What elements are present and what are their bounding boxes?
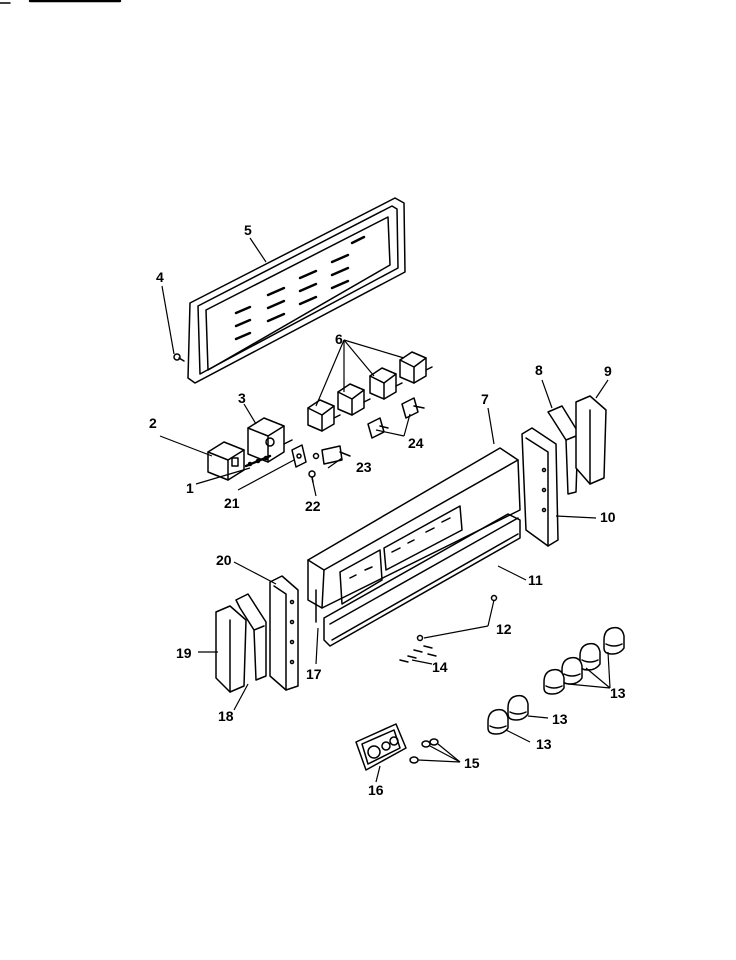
label-part-14: 14 [432,659,448,675]
part-5-backguard [187,197,406,384]
part-15-lamps [409,738,439,764]
label-part-10: 10 [600,509,616,525]
label-part-13-b: 13 [552,711,568,727]
label-part-22: 22 [305,498,321,514]
part-6-switches [307,351,433,432]
label-part-7: 7 [481,391,489,407]
label-part-13-c: 13 [536,736,552,752]
leader-lines [159,237,611,783]
part-12-screws [416,594,498,642]
part-18-end-bracket [235,593,267,681]
label-part-8: 8 [535,362,543,378]
label-part-19: 19 [176,645,192,661]
part-19-end-cap [215,605,247,693]
part-24-push-buttons [367,397,425,439]
label-part-24: 24 [408,435,424,451]
part-1-connector [244,454,272,468]
label-part-17: 17 [306,666,322,682]
label-part-20: 20 [216,552,232,568]
label-part-23: 23 [356,459,372,475]
label-part-3: 3 [238,390,246,406]
label-part-21: 21 [224,495,240,511]
label-part-16: 16 [368,782,384,798]
label-part-4: 4 [156,269,164,285]
label-part-18: 18 [218,708,234,724]
part-9-end-cap [575,395,607,485]
part-10-side-frame [521,427,559,547]
label-part-2: 2 [149,415,157,431]
part-4-screw [173,353,185,362]
part-labels: 4 5 6 3 2 1 21 22 23 24 7 8 9 10 11 12 1… [149,222,626,798]
part-23-shaft [312,445,351,465]
part-8-end-bracket [547,405,579,495]
label-part-6: 6 [335,331,343,347]
part-7-control-panel [307,447,521,609]
label-part-9: 9 [604,363,612,379]
part-2-receptacle [207,441,245,481]
part-11-trim [323,513,521,647]
header-rule [0,0,122,4]
part-21-bracket [291,444,307,468]
label-part-13-a: 13 [610,685,626,701]
label-part-12: 12 [496,621,512,637]
label-part-15: 15 [464,755,480,771]
part-13-knobs [487,626,625,735]
label-part-1: 1 [186,480,194,496]
part-14-pins [399,645,437,663]
part-16-dial-plate [355,723,407,771]
label-part-5: 5 [244,222,252,238]
label-part-11: 11 [528,572,543,588]
part-20-side-frame [269,575,299,691]
